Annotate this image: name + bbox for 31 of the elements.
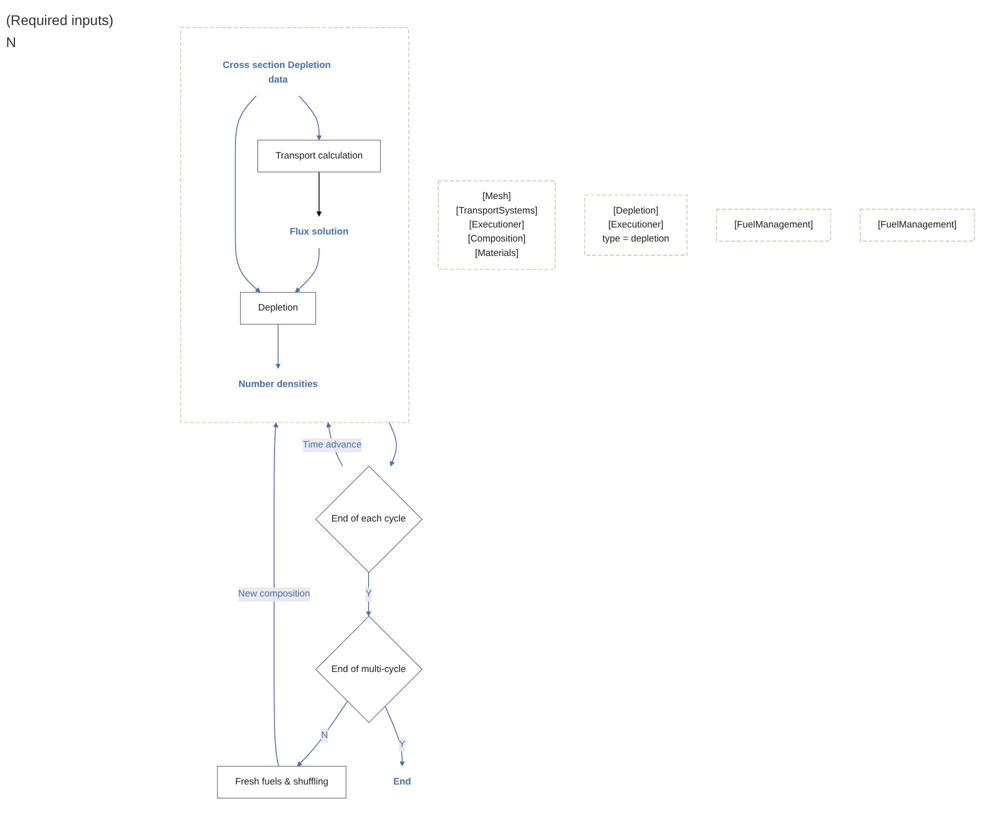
arrow — [295, 247, 320, 292]
arrow — [298, 95, 322, 140]
node-box: [FuelManagement] — [860, 208, 975, 241]
arrow — [384, 705, 405, 766]
node-text: Number densities — [238, 378, 318, 389]
edge-label: Time advance — [302, 440, 362, 450]
arrow — [366, 572, 372, 616]
node-box: Depletion — [240, 292, 316, 324]
node-text: Cross section Depletion data — [222, 60, 331, 84]
arrow — [297, 700, 348, 766]
node-box: [FuelManagement] — [716, 208, 831, 241]
arrow — [388, 422, 397, 466]
node-box: Transport calculation — [257, 139, 381, 172]
node-box: Fresh fuels & shuffling — [217, 766, 346, 798]
arrow — [316, 171, 322, 216]
arrow — [273, 422, 279, 766]
arrow — [276, 323, 281, 368]
node-box: [Mesh] [TransportSystems] [Executioner] [Composition] [Materials] — [438, 180, 556, 270]
edge-label: Y — [399, 738, 406, 749]
edge-label: New composition — [238, 588, 310, 599]
edge-label: N — [321, 730, 328, 740]
node-box: [Depletion] [Executioner] type = depletion — [584, 194, 688, 256]
note-text: N — [6, 34, 18, 50]
cluster — [180, 27, 410, 422]
note-text: (Required inputs) — [6, 12, 114, 28]
node-text: End — [393, 776, 412, 786]
arrow — [234, 95, 260, 292]
node-diamond: End of multi-cycle — [315, 615, 422, 723]
node-diamond: End of each cycle — [315, 465, 422, 573]
node-text: Flux solution — [290, 226, 348, 236]
edge-label: Y — [365, 588, 372, 599]
